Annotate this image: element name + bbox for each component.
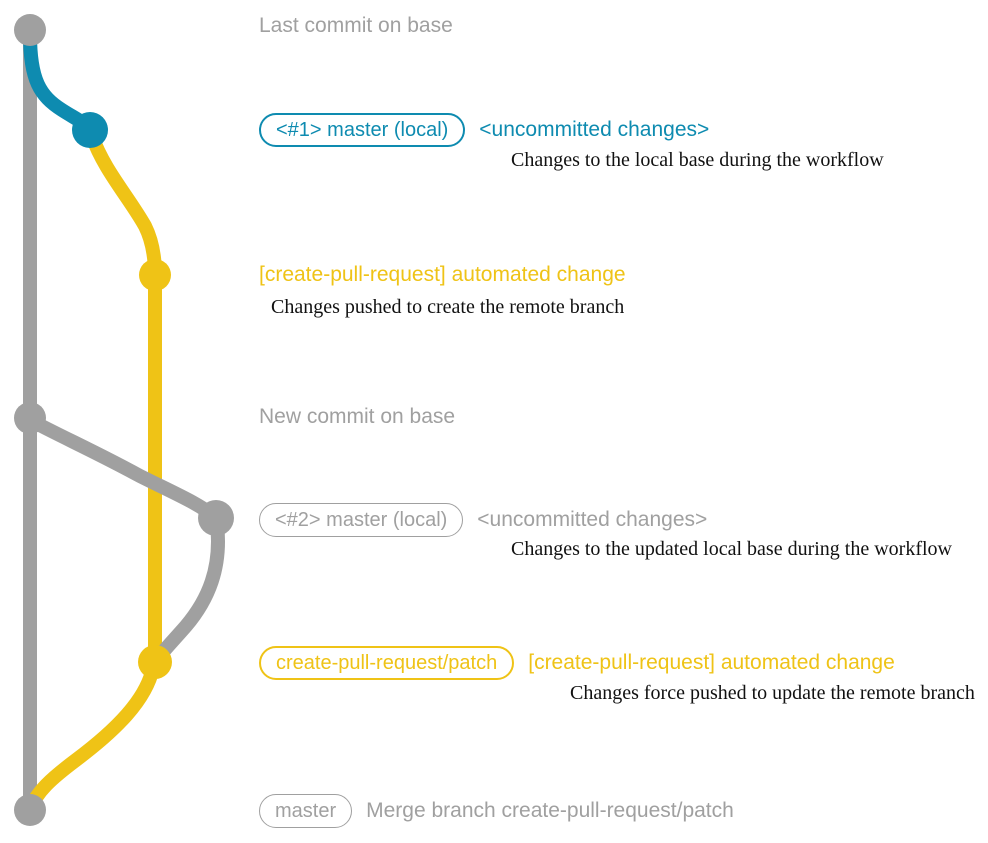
commit-title-last-commit-on-base: Last commit on base [259, 14, 453, 37]
row-local-master-1: <#1> master (local) <uncommitted changes… [259, 113, 709, 147]
commit-description-local-master-1: Changes to the local base during the wor… [511, 149, 884, 171]
commit-node-last-commit-on-base[interactable] [14, 14, 46, 46]
branch-badge-local-master-1[interactable]: <#1> master (local) [259, 113, 466, 147]
commit-node-new-commit-on-base[interactable] [14, 402, 46, 434]
commit-description-local-master-2: Changes to the updated local base during… [511, 538, 952, 560]
automated-change-2-branch-line [148, 517, 225, 669]
commit-title-local-master-2: <uncommitted changes> [477, 508, 708, 531]
commit-title-automated-change-2: [create-pull-request] automated change [528, 651, 895, 674]
commit-description-automated-change-2: Changes force pushed to update the remot… [570, 682, 975, 704]
commit-node-automated-change-1[interactable] [139, 259, 171, 291]
merge-line [23, 661, 160, 817]
row-automated-change-1: [create-pull-request] automated change [259, 263, 626, 287]
row-merge-commit: master Merge branch create-pull-request/… [259, 794, 734, 828]
row-new-commit-on-base: New commit on base [259, 405, 455, 429]
local-master-2-branch-line [23, 413, 223, 525]
commit-title-automated-change-1: [create-pull-request] automated change [259, 263, 626, 286]
commit-title-new-commit-on-base: New commit on base [259, 405, 456, 428]
commit-description-automated-change-1: Changes pushed to create the remote bran… [271, 296, 625, 318]
branch-badge-local-master-2[interactable]: <#2> master (local) [259, 503, 464, 537]
commit-title-local-master-1: <uncommitted changes> [479, 118, 710, 141]
row-automated-change-2: create-pull-request/patch [create-pull-r… [259, 646, 895, 680]
row-local-master-2: <#2> master (local) <uncommitted changes… [259, 503, 707, 537]
commit-title-merge: Merge branch create-pull-request/patch [366, 799, 734, 822]
commit-node-automated-change-2[interactable] [138, 645, 172, 679]
row-last-commit-on-base: Last commit on base [259, 14, 453, 38]
branch-badge-master[interactable]: master [259, 794, 353, 828]
branch-badge-create-pull-request-patch[interactable]: create-pull-request/patch [259, 646, 515, 680]
remote-branch-upper-line [85, 129, 162, 282]
commit-node-merge[interactable] [14, 794, 46, 826]
commit-node-local-master-2[interactable] [198, 500, 234, 536]
commit-node-local-master-1[interactable] [72, 112, 108, 148]
